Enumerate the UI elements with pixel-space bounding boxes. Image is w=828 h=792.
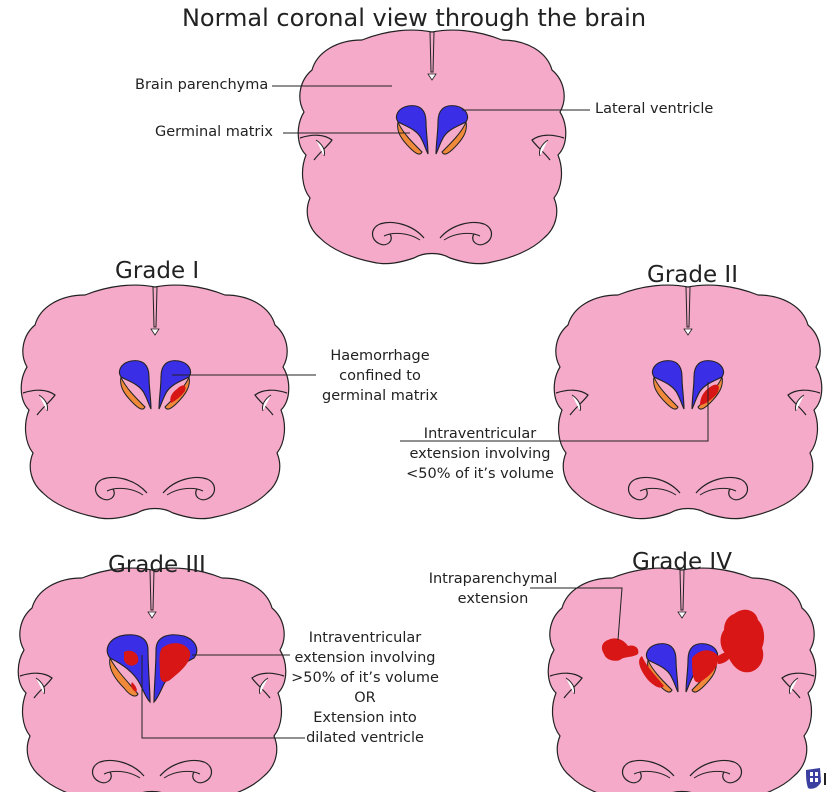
annotation-line: OR [280,688,450,708]
label-germinal-matrix: Germinal matrix [155,124,273,141]
annotation-line: extension involving [280,648,450,668]
annotation-line: dilated ventricle [280,728,450,748]
annotation-line: confined to [310,366,450,386]
grade-4-title: Grade IV [632,549,732,577]
annotation-line: Intraparenchymal [418,569,568,589]
grade-3-title: Grade III [108,552,206,580]
grade-4-brain [548,568,816,792]
grade-2-annotation: Intraventricular extension involving <50… [390,424,570,484]
grade-2-brain [554,285,822,519]
logo-icon [806,768,826,789]
grade-1-title: Grade I [115,258,199,286]
annotation-line: extension involving [390,444,570,464]
label-lateral-ventricle: Lateral ventricle [595,101,713,118]
annotation-line: Haemorrhage [310,346,450,366]
grade-3-brain [18,568,286,792]
annotation-line: extension [418,589,568,609]
annotation-line: Intraventricular [280,628,450,648]
grade-3-annotation: Intraventricular extension involving >50… [280,628,450,748]
annotation-line: >50% of it’s volume [280,668,450,688]
grade-4-annotation: Intraparenchymal extension [418,569,568,609]
annotation-line: <50% of it’s volume [390,464,570,484]
grade-1-brain [21,285,289,519]
label-brain-parenchyma: Brain parenchyma [135,77,268,94]
annotation-line: germinal matrix [310,386,450,406]
normal-brain [298,30,566,264]
page-title: Normal coronal view through the brain [0,4,828,33]
annotation-line: Extension into [280,708,450,728]
grade-2-title: Grade II [647,262,738,290]
annotation-line: Intraventricular [390,424,570,444]
grade-1-annotation: Haemorrhage confined to germinal matrix [310,346,450,406]
